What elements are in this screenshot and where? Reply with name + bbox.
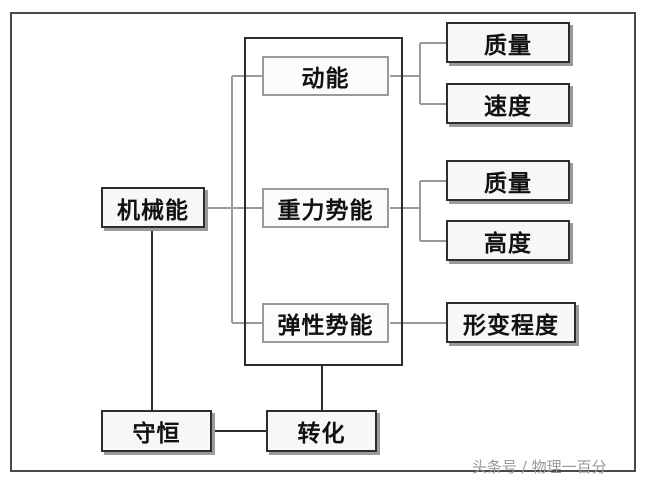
root-node: 机械能	[101, 187, 205, 228]
factor-kinetic-mass: 质量	[446, 22, 570, 63]
outer-frame	[10, 12, 636, 472]
node-conversion: 转化	[266, 410, 377, 452]
node-conservation: 守恒	[101, 410, 212, 452]
factor-elastic-deformation: 形变程度	[446, 302, 576, 343]
node-kinetic-energy: 动能	[262, 56, 389, 96]
energy-group-frame	[244, 37, 403, 366]
node-gravitational-energy: 重力势能	[262, 188, 389, 228]
factor-gravity-mass: 质量	[446, 160, 570, 201]
factor-gravity-height: 高度	[446, 220, 570, 261]
node-elastic-energy: 弹性势能	[262, 303, 389, 343]
watermark-text: 头条号 / 物理一百分	[472, 458, 607, 476]
factor-kinetic-speed: 速度	[446, 83, 570, 124]
